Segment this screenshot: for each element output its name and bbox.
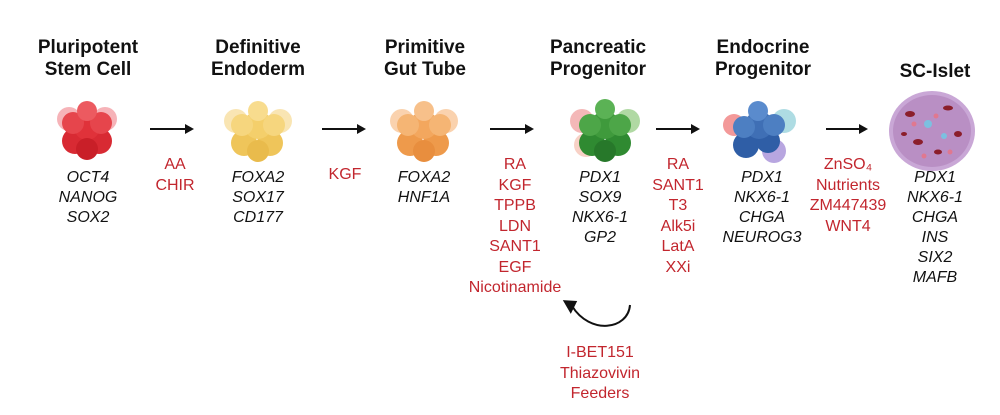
marker-gene: HNF1A xyxy=(397,189,451,206)
factor-label: RA xyxy=(666,156,690,173)
marker-gene: OCT4 xyxy=(66,169,110,186)
stage-title-pluripotent-stem-cell: Pluripotent Stem Cell xyxy=(37,37,139,80)
factors-step-3: RA KGF TPPB LDN SANT1 EGF Nicotinamide xyxy=(455,155,575,299)
stage-arrow-1 xyxy=(150,124,194,134)
markers-pluripotent-stem-cell: OCT4 NANOG SOX2 xyxy=(48,168,128,228)
factor-label: AA xyxy=(164,156,186,173)
marker-gene: SIX2 xyxy=(917,249,953,266)
sc-islet-cluster xyxy=(889,91,975,171)
factor-label: Alk5i xyxy=(660,217,696,235)
factor-label: WNT4 xyxy=(825,217,871,235)
marker-gene: CHGA xyxy=(738,209,786,226)
marker-gene: NKX6-1 xyxy=(571,209,629,226)
factor-label: LatA xyxy=(661,238,695,255)
marker-gene: MAFB xyxy=(912,269,958,286)
factor-label: Thiazovivin xyxy=(559,364,641,382)
factor-label: TPPB xyxy=(494,197,536,214)
markers-primitive-gut-tube: FOXA2 HNF1A xyxy=(384,168,464,208)
marker-gene: SOX2 xyxy=(66,209,110,226)
factor-label: XXi xyxy=(665,258,691,276)
factor-label: RA xyxy=(503,156,527,173)
marker-gene: CHGA xyxy=(911,209,959,226)
endocrine-progenitor-cluster xyxy=(723,101,796,163)
factor-label: ZM447439 xyxy=(809,197,887,214)
primitive-gut-tube-cluster xyxy=(390,101,458,162)
factors-step-1: AA CHIR xyxy=(140,155,210,196)
factor-label: Feeders xyxy=(570,385,630,402)
feedback-factors: I-BET151 Thiazovivin Feeders xyxy=(545,343,655,405)
pluripotent-stem-cell-cluster xyxy=(57,101,117,160)
factors-step-2: KGF xyxy=(310,165,380,186)
marker-gene: INS xyxy=(921,229,949,246)
factor-label: SANT1 xyxy=(489,238,541,255)
marker-gene: PDX1 xyxy=(741,169,783,186)
stage-title-primitive-gut-tube: Primitive Gut Tube xyxy=(384,37,466,80)
factor-label: Nicotinamide xyxy=(468,279,562,296)
factor-label: ZnSO₄ xyxy=(823,156,873,173)
factors-step-5: ZnSO₄ Nutrients ZM447439 WNT4 xyxy=(800,155,896,237)
markers-pancreatic-progenitor: PDX1 SOX9 NKX6-1 GP2 xyxy=(560,168,640,248)
stage-title-pancreatic-progenitor: Pancreatic Progenitor xyxy=(549,37,647,80)
stage-title-endocrine-progenitor: Endocrine Progenitor xyxy=(714,37,812,80)
factors-step-4: RA SANT1 T3 Alk5i LatA XXi xyxy=(640,155,716,278)
stage-arrow-5 xyxy=(826,124,868,134)
marker-gene: GP2 xyxy=(583,229,616,246)
pancreatic-progenitor-cluster xyxy=(570,99,640,162)
marker-gene: CD177 xyxy=(233,209,283,226)
marker-gene: SOX17 xyxy=(232,189,284,206)
factor-label: T3 xyxy=(668,197,688,214)
definitive-endoderm-cluster xyxy=(224,101,292,162)
marker-gene: NKX6-1 xyxy=(733,189,791,206)
markers-sc-islet: PDX1 NKX6-1 CHGA INS SIX2 MAFB xyxy=(893,168,977,288)
factor-label: LDN xyxy=(498,217,531,235)
stage-arrow-2 xyxy=(322,124,366,134)
factor-label: Nutrients xyxy=(815,176,881,194)
marker-gene: NEUROG3 xyxy=(722,229,802,246)
marker-gene: PDX1 xyxy=(914,169,956,186)
factor-label: CHIR xyxy=(155,176,195,194)
marker-gene: FOXA2 xyxy=(231,169,285,186)
marker-gene: NANOG xyxy=(58,189,118,206)
markers-definitive-endoderm: FOXA2 SOX17 CD177 xyxy=(218,168,298,228)
stage-arrow-3 xyxy=(490,124,534,134)
stage-arrow-4 xyxy=(656,124,700,134)
markers-endocrine-progenitor: PDX1 NKX6-1 CHGA NEUROG3 xyxy=(712,168,812,248)
factor-label: KGF xyxy=(498,176,532,194)
factor-label: I-BET151 xyxy=(566,344,634,361)
stage-title-sc-islet: SC-Islet xyxy=(899,61,971,82)
marker-gene: PDX1 xyxy=(579,169,621,186)
stage-title-definitive-endoderm: Definitive Endoderm xyxy=(211,37,305,80)
factor-label: EGF xyxy=(498,258,532,276)
marker-gene: FOXA2 xyxy=(397,169,451,186)
factor-label: KGF xyxy=(328,166,362,183)
factor-label: SANT1 xyxy=(652,176,704,194)
marker-gene: NKX6-1 xyxy=(906,189,964,206)
marker-gene: SOX9 xyxy=(578,189,622,206)
